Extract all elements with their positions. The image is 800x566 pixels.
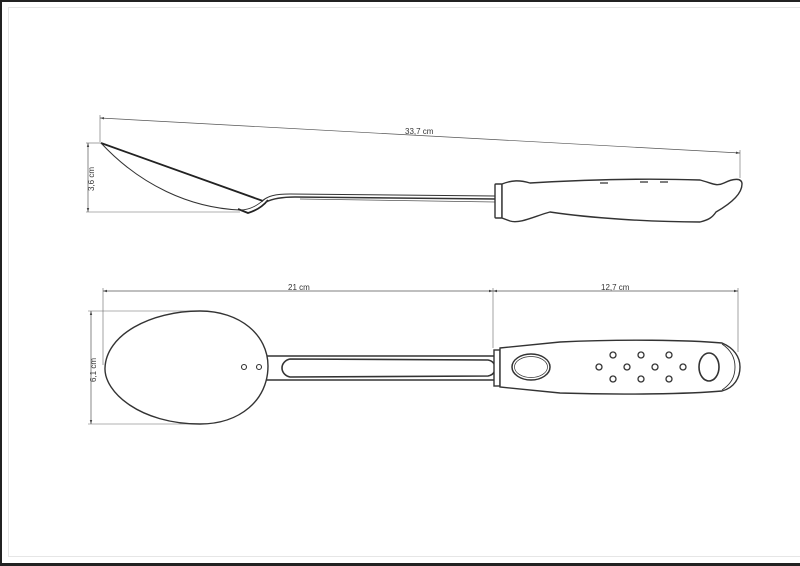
hanging-hole: [698, 352, 720, 382]
bowl-hole: [240, 363, 248, 371]
handle-top: [493, 339, 741, 395]
spoon-shaft-profile: [261, 193, 496, 203]
overall-length-label: 33,7 cm: [405, 127, 434, 136]
handle-collar: [493, 349, 501, 387]
handle-collar: [494, 183, 503, 219]
top-view: 21 cm 12,7 cm 6,1 cm: [88, 283, 741, 425]
overall-length-dimension: 33,7 cm: [99, 115, 741, 178]
bowl-depth-dimension: 3,6 cm: [86, 142, 240, 213]
spoon-shaft-top: [261, 355, 498, 381]
bowl-width-label: 6,1 cm: [89, 358, 98, 382]
bowl-depth-label: 3,6 cm: [87, 167, 96, 191]
handle-body: [499, 339, 741, 395]
grip-holes: [595, 351, 687, 383]
shaft-slot: [281, 358, 496, 378]
thumb-grip-oval: [511, 353, 551, 381]
handle-profile: [494, 178, 743, 223]
spoon-bowl-top: [104, 310, 269, 425]
handle-length-label: 12,7 cm: [601, 283, 630, 292]
handle-length-dimension: 12,7 cm: [493, 283, 739, 352]
head-length-label: 21 cm: [288, 283, 310, 292]
bowl-hole: [255, 363, 263, 371]
head-length-dimension: 21 cm: [102, 283, 494, 365]
side-view: 33,7 cm 3,6 cm: [86, 115, 743, 223]
spoon-bowl-profile: [100, 142, 269, 214]
bowl-width-dimension: 6,1 cm: [88, 310, 200, 425]
